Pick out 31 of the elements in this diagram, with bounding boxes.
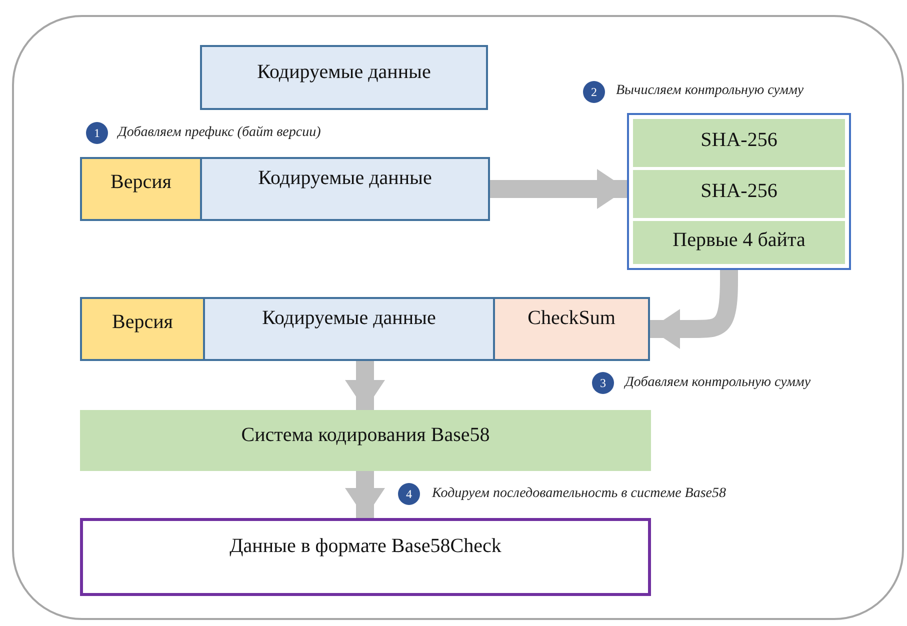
process-box <box>80 410 651 471</box>
field-box <box>82 299 205 359</box>
step-caption: Кодируем последовательность в системе Base58 <box>432 485 726 503</box>
box-label: SHA-256 <box>700 180 778 203</box>
data-box <box>200 45 488 110</box>
box-label: Данные в формате Base58Check <box>230 535 502 558</box>
box-label: Версия <box>110 171 172 194</box>
box-label: CheckSum <box>528 307 616 330</box>
box-label: Кодируемые данные <box>257 61 431 84</box>
step-caption: Добавляем контрольную сумму <box>625 374 811 392</box>
box-label: SHA-256 <box>700 129 778 152</box>
box-label: Система кодирования Base58 <box>241 424 490 447</box>
step-caption: Вычисляем контрольную сумму <box>616 82 804 100</box>
field-box <box>82 159 202 219</box>
box-label: Версия <box>112 311 173 334</box>
record-row <box>80 157 490 221</box>
step-box <box>633 170 845 218</box>
field-box <box>493 299 648 359</box>
arrow <box>345 361 385 410</box>
arrow <box>490 169 627 209</box>
step-box <box>633 119 845 167</box>
step-caption: Добавляем префикс (байт версии) <box>118 124 321 142</box>
box-label: Первые 4 байта <box>672 229 806 252</box>
hash-group-box <box>627 113 851 270</box>
frame-background <box>12 15 904 620</box>
record-row <box>80 297 650 361</box>
output-box <box>80 518 651 596</box>
box-label: Кодируемые данные <box>258 167 432 190</box>
box-label: Кодируемые данные <box>262 307 436 330</box>
step-box <box>633 221 845 264</box>
arrow <box>345 471 385 518</box>
